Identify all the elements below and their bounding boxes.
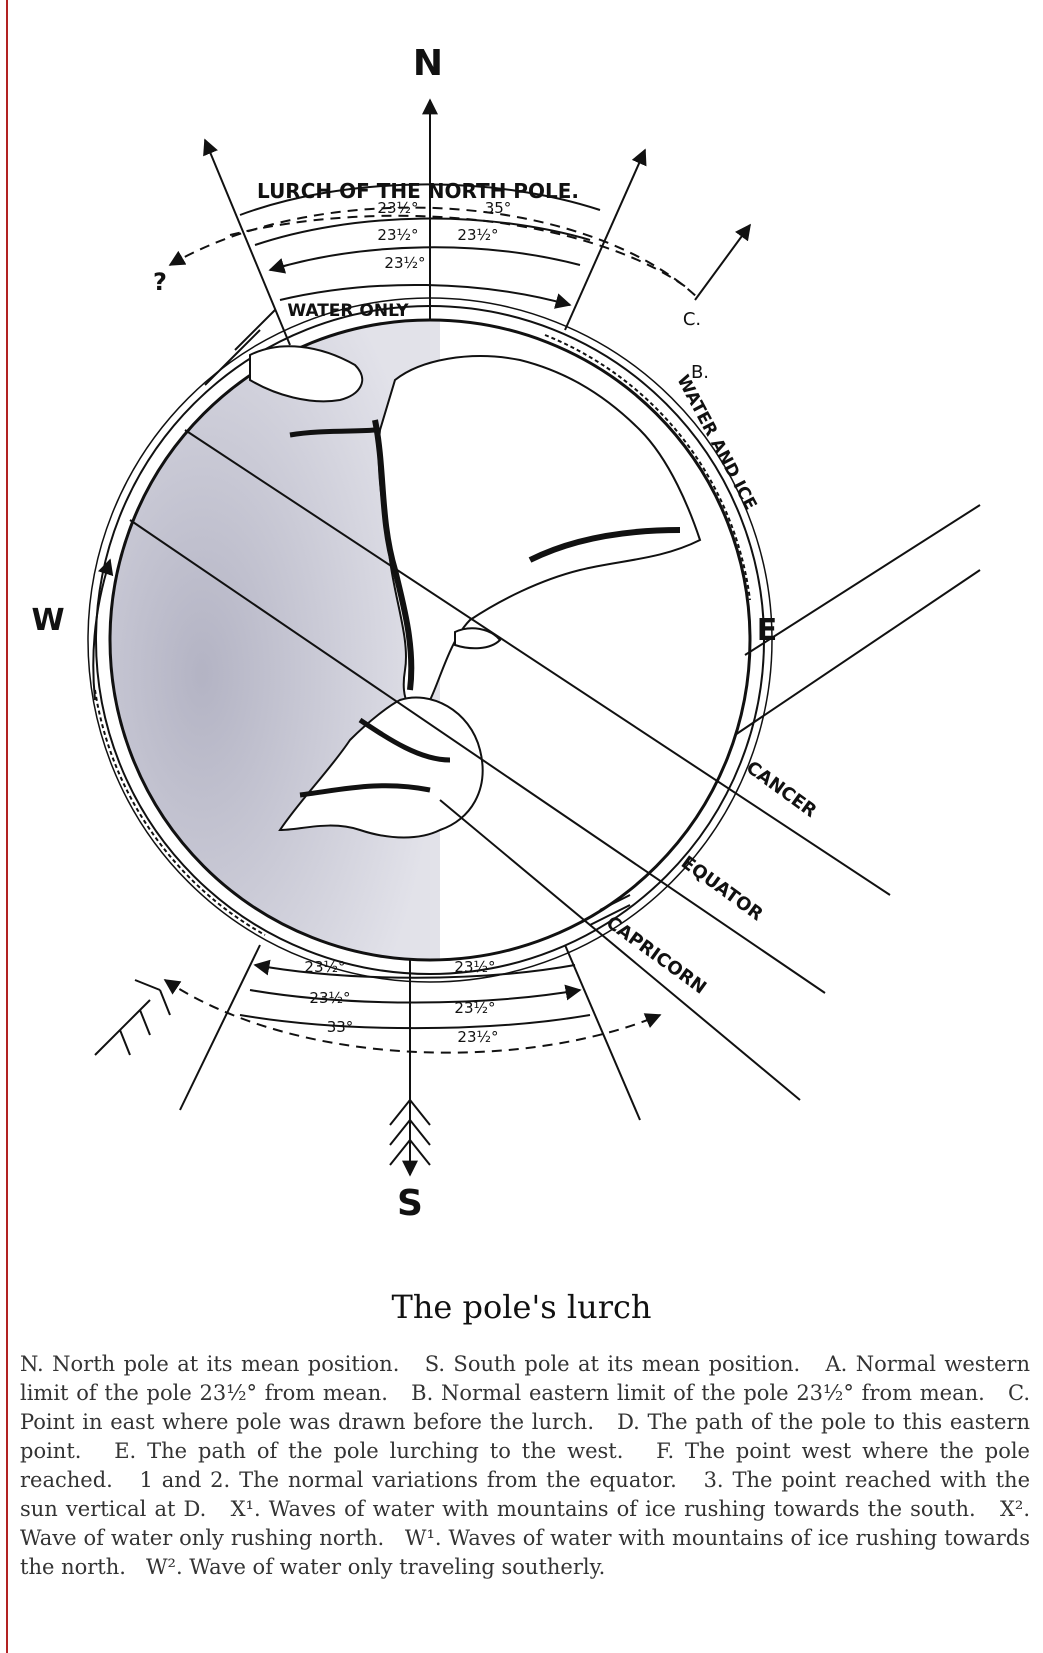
figure-legend: N. North pole at its mean position. S. S… <box>20 1350 1030 1582</box>
west-label: W <box>31 603 64 638</box>
south-angle-left-1: 23½° <box>304 958 345 976</box>
south-angle-right-2: 23½° <box>454 999 495 1017</box>
south-angle-right-1: 23½° <box>454 958 495 976</box>
legend-item: 1 and 2. The normal variations from the … <box>140 1468 677 1492</box>
north-angle-3: 23½° <box>377 226 418 244</box>
water-and-ice-label: WATER AND ICE <box>672 372 760 514</box>
legend-item: N. North pole at its mean position. <box>20 1352 399 1376</box>
legend-item: E. The path of the pole lurching to the … <box>114 1439 623 1463</box>
capricorn-label: CAPRICORN <box>602 912 710 999</box>
south-angle-right-3: 23½° <box>457 1028 498 1046</box>
equator-label: EQUATOR <box>677 852 767 925</box>
point-c-label: C. <box>683 309 701 330</box>
north-label: N <box>413 43 443 84</box>
legend-item: X¹. Waves of water with mountains of ice… <box>231 1497 976 1521</box>
south-angle-left-3: 33° <box>327 1018 354 1036</box>
figure-caption: The pole's lurch <box>0 1288 1043 1326</box>
north-angle-2: 35° <box>485 199 512 217</box>
legend-item: B. Normal eastern limit of the pole 23½°… <box>411 1381 985 1405</box>
pole-lurch-diagram: N S W E LURCH OF THE NORTH POLE. 23½° 35… <box>0 0 1043 1300</box>
question-mark: ? <box>153 268 167 296</box>
legend-item: W². Wave of water only traveling souther… <box>146 1555 605 1579</box>
north-angle-1: 23½° <box>377 199 418 217</box>
legend-item: S. South pole at its mean position. <box>425 1352 801 1376</box>
south-label: S <box>397 1183 423 1224</box>
south-rays <box>165 945 660 1175</box>
north-angle-5: 23½° <box>384 254 425 272</box>
water-only-label: WATER ONLY <box>287 301 409 321</box>
south-angle-left-2: 23½° <box>309 989 350 1007</box>
east-label: E <box>757 613 778 648</box>
north-angle-4: 23½° <box>457 226 498 244</box>
cancer-label: CANCER <box>742 757 820 822</box>
